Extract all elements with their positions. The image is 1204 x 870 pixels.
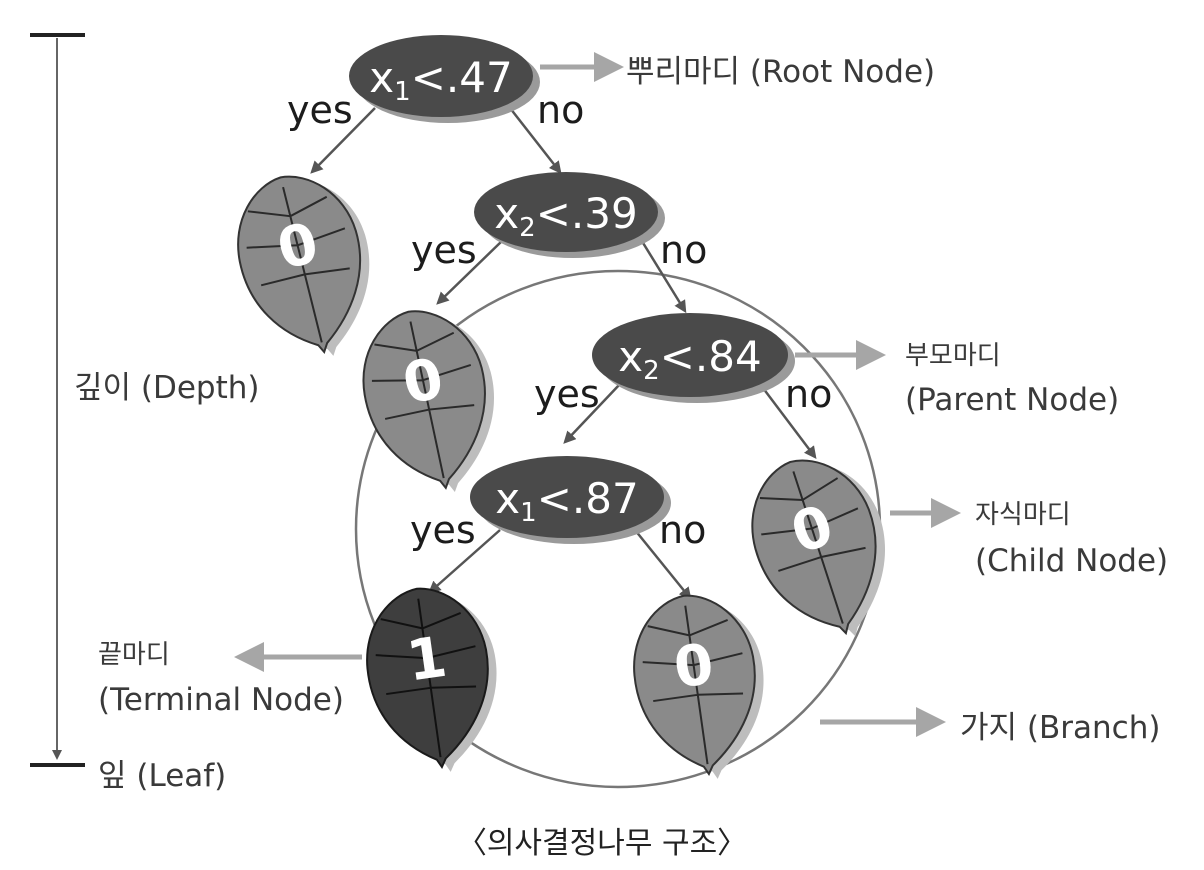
parent-node-var: x <box>618 332 643 381</box>
parent-node-annotation-en: (Parent Node) <box>905 382 1120 418</box>
root-node-sub: 1 <box>394 77 411 107</box>
node-2-var: x <box>494 189 519 238</box>
svg-text:x2<.39: x2<.39 <box>494 189 637 243</box>
figure-caption: 〈의사결정나무 구조〉 <box>456 826 748 861</box>
root-yes-label: yes <box>287 88 353 132</box>
parent-node: x2<.84 <box>592 313 795 403</box>
depth-bar <box>30 33 85 767</box>
parent-node-sub: 2 <box>643 356 660 386</box>
root-no-label: no <box>537 88 585 132</box>
root-node-annotation: 뿌리마디 (Root Node) <box>626 54 936 90</box>
node-4-var: x <box>495 474 520 523</box>
leaf-annotation: 잎 (Leaf) <box>98 758 227 794</box>
leaf-a-node: 0 <box>221 161 392 371</box>
tree-edges <box>310 107 817 600</box>
node-2-no-label: no <box>660 228 708 272</box>
root-node-var: x <box>369 53 394 102</box>
annotation-arrows <box>234 52 961 737</box>
parent-node-annotation-ko: 부모마디 <box>905 341 1001 371</box>
node-2-cond: <.39 <box>536 189 638 238</box>
svg-text:x1<.87: x1<.87 <box>495 474 638 528</box>
terminal-node-annotation-ko: 끝마디 <box>98 640 170 670</box>
terminal-node-annotation-en: (Terminal Node) <box>98 682 344 718</box>
node-4-sub: 1 <box>520 498 537 528</box>
node-4-cond: <.87 <box>537 474 639 523</box>
branch-annotation: 가지 (Branch) <box>960 710 1161 746</box>
leaf-d-value: 1 <box>403 625 451 695</box>
node-4-yes-label: yes <box>410 508 476 552</box>
leaf-b-node: 0 <box>348 298 514 505</box>
leaf-e-value: 0 <box>670 632 718 702</box>
depth-annotation: 깊이 (Depth) <box>74 370 260 406</box>
parent-no-label: no <box>785 372 833 416</box>
root-node-cond: <.47 <box>411 53 513 102</box>
decision-node-4: x1<.87 <box>470 456 671 544</box>
leaf-e-node: 0 <box>623 586 778 788</box>
parent-yes-label: yes <box>534 372 600 416</box>
leaf-d-node: 1 <box>356 579 511 781</box>
child-node-annotation-ko: 자식마디 <box>975 500 1071 530</box>
parent-node-cond: <.84 <box>660 332 762 381</box>
node-2-yes-label: yes <box>411 228 477 272</box>
decision-node-2: x2<.39 <box>474 172 665 258</box>
root-node: x1<.47 <box>349 35 540 123</box>
svg-text:x1<.47: x1<.47 <box>369 53 512 107</box>
leaf-c-node: 0 <box>732 442 913 655</box>
node-4-no-label: no <box>659 508 707 552</box>
node-2-sub: 2 <box>519 213 536 243</box>
svg-text:x2<.84: x2<.84 <box>618 332 761 386</box>
child-node-annotation-en: (Child Node) <box>975 543 1169 579</box>
